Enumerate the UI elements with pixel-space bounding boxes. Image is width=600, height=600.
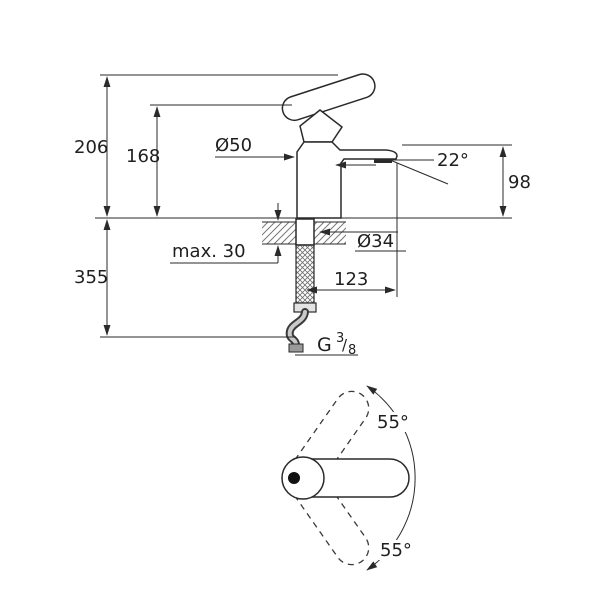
dimension-max-30: max. 30 [170,203,282,264]
handle-dashed-outline-down [284,459,370,566]
hose-fitting [288,343,304,353]
dimension-123: 123 [306,163,398,297]
dia-50-label: Ø50 [215,135,252,156]
thread-g-label: G [317,334,332,356]
handle-position-center [281,456,410,500]
dim-123-label: 123 [334,269,368,290]
aerator [374,159,392,163]
counter-hatch-right [314,222,346,244]
thread-denominator: 8 [348,343,356,358]
dimension-dia-50: Ø50 [215,135,295,161]
swivel-angle-down-label: 55° [380,540,412,561]
handle-position-down [284,459,370,566]
body-circle [281,456,325,500]
dia-34-label: Ø34 [357,231,394,252]
handle-dashed-outline-up [284,390,370,497]
dimension-angle-22: 22° [335,150,469,185]
dim-98-label: 98 [508,172,531,193]
angle-22-label: 22° [437,150,469,171]
lever-handle [281,73,376,122]
faucet-outline [281,73,398,219]
dimension-dia-34: Ø34 [319,228,406,252]
counter-hatch-left [262,222,296,244]
handle-position-up [284,390,370,497]
max-30-label: max. 30 [172,241,246,262]
faucet-body-spout [296,141,398,219]
dim-206-label: 206 [74,137,108,158]
dimension-168: 168 [126,104,292,217]
dimension-206: 206 [74,74,338,217]
label-backing-bottom [377,540,417,560]
counter-cross-section [262,221,346,245]
thread-numerator: 3 [336,331,344,346]
angle-ray-sloped [389,159,449,185]
side-view: 206 168 Ø50 22° 98 [74,73,531,358]
top-view: 55° 55° [281,385,417,571]
dimension-355: 355 [74,219,296,338]
callout-thread-g38: G 3 / 8 [295,331,358,358]
supply-hose-highlight [287,310,307,347]
threaded-rod [295,244,315,304]
thread-slash: / [342,336,348,354]
dim-168-label: 168 [126,146,160,167]
handle-pivot-dot [288,472,300,484]
mounting-shank [295,218,315,246]
dim-355-label: 355 [74,267,108,288]
swivel-angle-up-label: 55° [377,412,409,433]
dimension-98: 98 [402,144,531,217]
label-backing-top [374,412,414,432]
